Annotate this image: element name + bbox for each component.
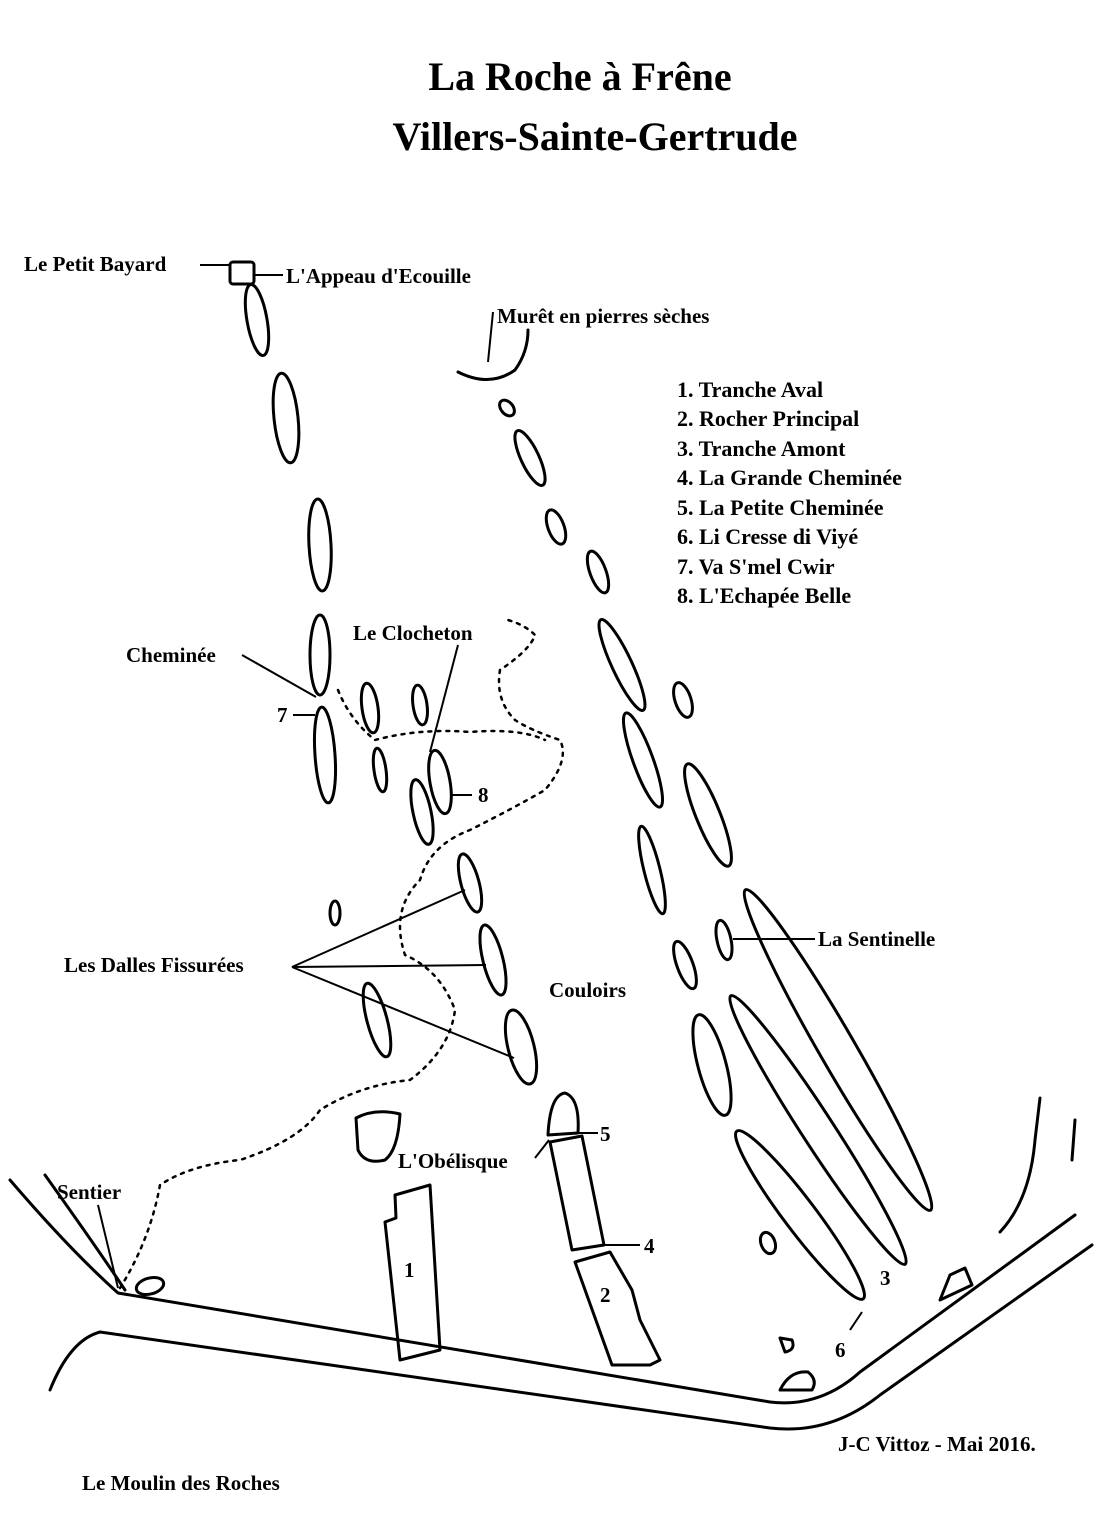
muret-leader xyxy=(487,311,494,363)
route-number-7: 7 xyxy=(277,703,288,727)
map-title-line2: Villers-Sainte-Gertrude xyxy=(392,114,797,159)
label-couloirs: Couloirs xyxy=(549,978,626,1002)
route-number-2: 2 xyxy=(600,1283,611,1307)
rock-clocheton xyxy=(427,748,453,816)
label-muret: Murêt en pierres sèches xyxy=(497,304,709,328)
legend-item: 4. La Grande Cheminée xyxy=(677,465,902,490)
rock-6 xyxy=(734,1129,866,1301)
rock-outcrops-left xyxy=(134,260,662,1367)
label-moulin: Le Moulin des Roches xyxy=(82,1471,280,1495)
label-appeau: L'Appeau d'Ecouille xyxy=(286,264,471,288)
route-number-8: 8 xyxy=(478,783,489,807)
route-number-3: 3 xyxy=(880,1266,891,1290)
rock-petit-bayard xyxy=(228,260,256,286)
rock-obelisque xyxy=(546,1091,580,1137)
dry-stone-wall xyxy=(456,328,530,381)
rock-outcrops-right xyxy=(498,398,974,1392)
legend-item: 5. La Petite Cheminée xyxy=(677,495,884,520)
legend-item: 1. Tranche Aval xyxy=(677,377,823,402)
label-dalles-fissurees: Les Dalles Fissurées xyxy=(64,953,244,977)
rock-sentinelle xyxy=(714,918,734,962)
label-obelisque: L'Obélisque xyxy=(398,1149,508,1173)
route-number-5: 5 xyxy=(600,1122,611,1146)
legend-item: 6. Li Cresse di Viyé xyxy=(677,524,858,549)
rock-2 xyxy=(573,1250,662,1367)
route-number-4: 4 xyxy=(644,1234,655,1258)
label-sentinelle: La Sentinelle xyxy=(818,927,935,951)
leader-lines xyxy=(97,264,863,1331)
legend-item: 7. Va S'mel Cwir xyxy=(677,554,835,579)
label-sentier: Sentier xyxy=(57,1180,121,1204)
label-cheminee: Cheminée xyxy=(126,643,216,667)
route-number-1: 1 xyxy=(404,1258,415,1282)
map-title-line1: La Roche à Frêne xyxy=(428,54,731,99)
route-legend: 1. Tranche Aval 2. Rocher Principal 3. T… xyxy=(677,377,902,608)
rock-3 xyxy=(742,888,934,1212)
legend-item: 8. L'Echapée Belle xyxy=(677,583,851,608)
label-clocheton: Le Clocheton xyxy=(353,621,473,645)
rock-1 xyxy=(383,1183,442,1362)
legend-item: 3. Tranche Amont xyxy=(677,436,846,461)
route-number-6: 6 xyxy=(835,1338,846,1362)
road xyxy=(8,1096,1094,1431)
footpath xyxy=(118,618,565,1290)
legend-item: 2. Rocher Principal xyxy=(677,406,859,431)
label-petit-bayard: Le Petit Bayard xyxy=(24,252,167,276)
rock-cheminee xyxy=(308,613,332,697)
author-credit: J-C Vittoz - Mai 2016. xyxy=(838,1432,1036,1456)
